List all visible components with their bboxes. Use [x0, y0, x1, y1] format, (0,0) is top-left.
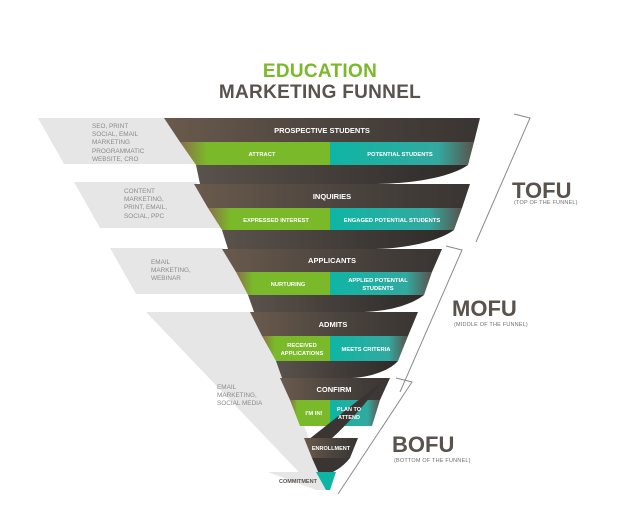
stage-mofu-sub: (MIDDLE OF THE FUNNEL)	[454, 322, 528, 328]
commitment-tip	[316, 472, 336, 490]
swoosh-5	[308, 380, 384, 440]
tactic-1-line-5: WEBSITE, CRO	[92, 155, 139, 163]
tier-admits-left	[262, 336, 330, 361]
swoosh-3	[248, 295, 424, 312]
tier-applicants-right-label-2: STUDENTS	[362, 286, 393, 292]
tier-confirm-right-label-2: ATTEND	[338, 415, 360, 421]
tier-inquiries-left-label: EXPRESSED INTEREST	[243, 218, 309, 224]
tier-admits-title: ADMITS	[319, 320, 348, 329]
tactic-2-line-3: PRINT, EMAIL,	[124, 204, 167, 212]
tier-prospective-right-label: POTENTIAL STUDENTS	[367, 152, 433, 158]
tactic-3-line-2: MARKETING,	[151, 267, 191, 275]
tier-admits-right-label: MEETS CRITERIA	[342, 347, 392, 353]
tactic-3-line-1: EMAIL	[151, 259, 171, 266]
swoosh-1	[196, 165, 468, 184]
tier-applicants-title: APPLICANTS	[308, 256, 356, 265]
tier-enrollment-title: ENROLLMENT	[312, 446, 351, 452]
tier-prospective-left-label: ATTRACT	[249, 152, 276, 158]
title-education: EDUCATION	[262, 61, 378, 82]
tier-confirm-right-label-1: PLAN TO	[337, 407, 362, 413]
swoosh-6	[312, 458, 350, 476]
tactic-shape-1	[38, 118, 200, 164]
tier-confirm-left-label: I'M IN!	[305, 411, 322, 417]
tier-applicants-right-label-1: APPLIED POTENTIAL	[348, 278, 408, 284]
tier-commitment-title: COMMITMENT	[279, 479, 318, 485]
swoosh-4	[276, 361, 398, 378]
tier-prospective-band	[164, 118, 480, 142]
stage-tofu-label: TOFU	[512, 178, 572, 203]
tier-inquiries-left	[208, 208, 330, 230]
bracket-bofu	[337, 377, 413, 495]
tactic-text-4: EMAIL MARKETING, SOCIAL MEDIA	[217, 384, 262, 409]
tactic-1-line-1: SEO, PRINT	[92, 123, 129, 130]
bracket-mofu	[399, 245, 463, 393]
tier-inquiries-right	[330, 208, 462, 230]
tier-enrollment-band	[304, 438, 358, 458]
tier-confirm-band	[280, 378, 390, 400]
tier-inquiries-right-label: ENGAGED POTENTIAL STUDENTS	[344, 218, 441, 224]
tier-confirm-left	[290, 400, 330, 426]
tactic-shape-2	[74, 182, 222, 228]
stage-tofu-sub: (TOP OF THE FUNNEL)	[514, 200, 578, 206]
swoosh-2	[222, 230, 454, 249]
tier-inquiries-title: INQUIRIES	[313, 192, 351, 201]
tier-applicants-left	[236, 272, 330, 295]
tier-applicants-left-label: NURTURING	[271, 282, 306, 288]
tactic-4-line-2: MARKETING,	[217, 392, 257, 400]
tier-admits-left-label-2: APPLICATIONS	[281, 351, 324, 357]
stage-bofu-sub: (BOTTOM OF THE FUNNEL)	[394, 458, 471, 464]
tactic-shape-3	[110, 248, 250, 294]
tactic-1-line-2: SOCIAL, EMAIL	[92, 131, 139, 139]
stage-mofu-label: MOFU	[452, 296, 517, 321]
tier-admits-band	[250, 312, 418, 336]
bracket-tofu	[475, 113, 531, 243]
tactic-text-2: CONTENT MARKETING, PRINT, EMAIL, SOCIAL,…	[124, 188, 167, 221]
tactic-4-line-3: SOCIAL MEDIA	[217, 400, 263, 408]
tactic-2-line-4: SOCIAL, PPC	[124, 212, 165, 220]
tier-inquiries-band	[194, 184, 470, 208]
tier-confirm-title: CONFIRM	[317, 385, 352, 394]
tier-applicants-right	[330, 272, 432, 295]
tier-prospective-left	[180, 142, 330, 165]
title-marketing-funnel: MARKETING FUNNEL	[218, 82, 422, 103]
tier-admits-right	[330, 336, 408, 361]
tier-commitment-band	[268, 472, 332, 490]
stage-bofu-label: BOFU	[392, 432, 455, 457]
tier-applicants-band	[222, 249, 442, 272]
tactic-text-3: EMAIL MARKETING, WEBINAR	[151, 259, 191, 284]
tactic-1-line-4: PROGRAMMATIC	[92, 147, 145, 155]
tactic-1-line-3: MARKETING	[92, 139, 130, 147]
tactic-text-1: SEO, PRINT SOCIAL, EMAIL MARKETING PROGR…	[92, 123, 144, 164]
tier-prospective-title: PROSPECTIVE STUDENTS	[274, 126, 370, 135]
tactic-3-line-3: WEBINAR	[151, 275, 181, 283]
tier-prospective-right	[330, 142, 474, 165]
tier-admits-left-label-1: RECEIVED	[287, 343, 317, 349]
tactic-shape-4	[146, 312, 330, 490]
tactic-2-line-1: CONTENT	[124, 188, 155, 195]
tactic-2-line-2: MARKETING,	[124, 196, 164, 204]
tactic-4-line-1: EMAIL	[217, 384, 237, 391]
